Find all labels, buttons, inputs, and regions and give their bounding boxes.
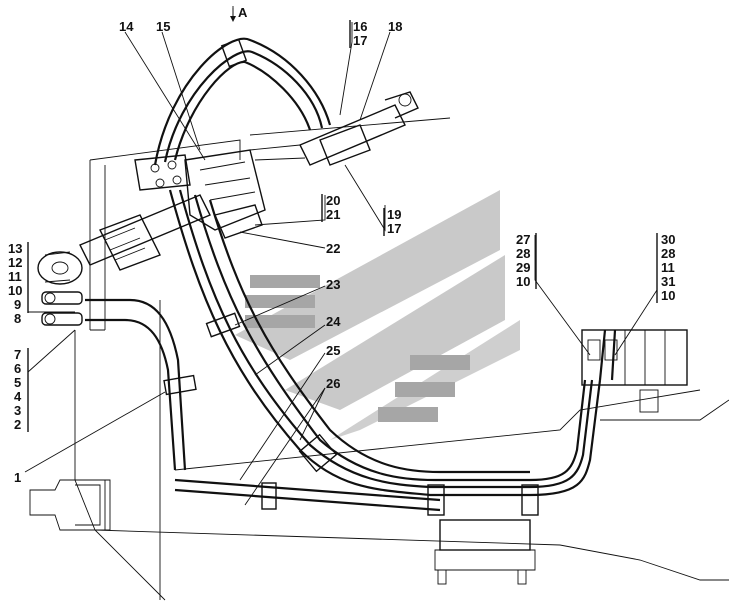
- callout-5: 5: [14, 375, 21, 390]
- callout-14: 14: [119, 19, 134, 34]
- callout-10-right: 10: [516, 274, 530, 289]
- callout-21: 21: [326, 207, 340, 222]
- left-fittings: [41, 291, 83, 326]
- valve-block: [581, 329, 688, 413]
- callout-19: 19: [387, 207, 401, 222]
- callout-12: 12: [8, 255, 22, 270]
- callout-13: 13: [8, 241, 22, 256]
- callout-17-top: 17: [353, 33, 367, 48]
- leader-lines: [24, 8, 658, 506]
- callout-6: 6: [14, 361, 21, 376]
- callout-27: 27: [516, 232, 530, 247]
- callout-8: 8: [14, 311, 21, 326]
- main-cylinder: [37, 194, 211, 285]
- hose-clamps: [163, 38, 539, 516]
- callout-10-far-right: 10: [661, 288, 675, 303]
- callout-3: 3: [14, 403, 21, 418]
- callout-22: 22: [326, 241, 340, 256]
- callout-24: 24: [326, 314, 341, 329]
- callout-20: 20: [326, 193, 340, 208]
- watermark-logo: [235, 190, 520, 440]
- pump-block: [134, 149, 266, 239]
- callout-10-left: 10: [8, 283, 22, 298]
- view-arrow: [230, 6, 236, 22]
- callout-9: 9: [14, 297, 21, 312]
- callout-2: 2: [14, 417, 21, 432]
- view-label-a: A: [238, 5, 248, 20]
- callout-7: 7: [14, 347, 21, 362]
- callout-labels: A 14 15 16 17 18 20 21 19 17 22 23 24 25…: [8, 5, 675, 485]
- callout-15: 15: [156, 19, 170, 34]
- callout-brackets: [27, 20, 658, 432]
- callout-11-left: 11: [8, 269, 22, 284]
- callout-16: 16: [353, 19, 367, 34]
- callout-4: 4: [14, 389, 22, 404]
- callout-25: 25: [326, 343, 340, 358]
- callout-29: 29: [516, 260, 530, 275]
- callout-26: 26: [326, 376, 340, 391]
- upper-cylinder: [249, 91, 419, 166]
- callout-31: 31: [661, 274, 675, 289]
- callout-23: 23: [326, 277, 340, 292]
- callout-30: 30: [661, 232, 675, 247]
- callout-1: 1: [14, 470, 21, 485]
- callout-17-mid: 17: [387, 221, 401, 236]
- callout-28-left: 28: [516, 246, 530, 261]
- support-bracket: [434, 519, 536, 585]
- callout-18: 18: [388, 19, 402, 34]
- callout-28-right: 28: [661, 246, 675, 261]
- hose-lines: [85, 37, 617, 512]
- callout-11-right: 11: [661, 260, 675, 275]
